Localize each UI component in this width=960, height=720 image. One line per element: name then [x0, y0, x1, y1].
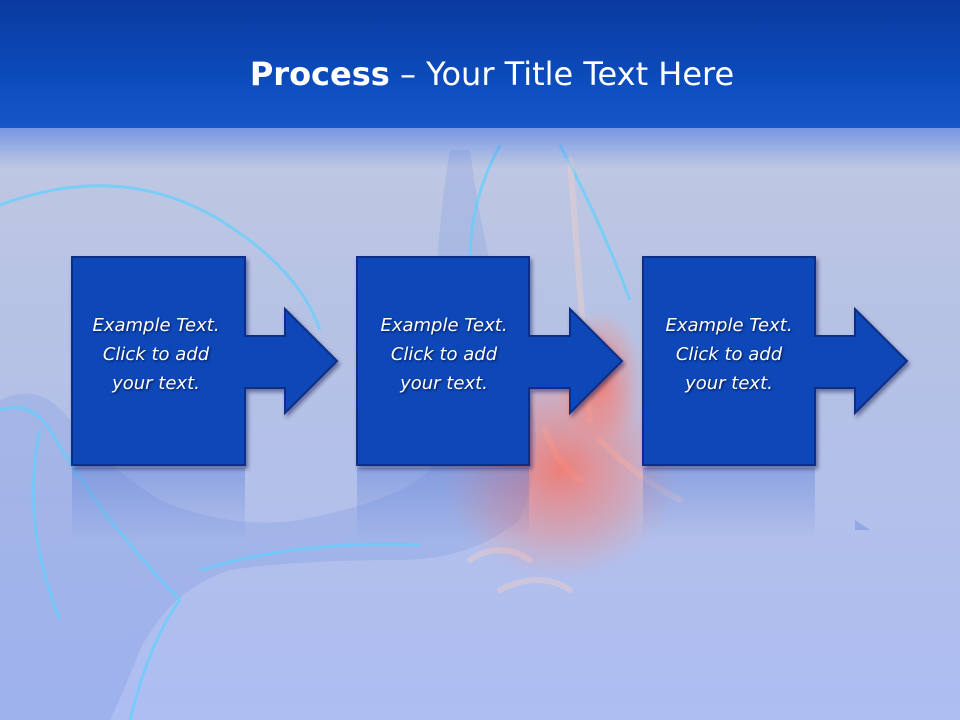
step-1-shape[interactable] — [71, 256, 339, 466]
step-3-shape[interactable] — [642, 256, 909, 466]
slide-title-bold: Process — [249, 55, 390, 93]
step-3-reflection — [643, 468, 815, 540]
step-2-text[interactable]: Example Text. Click to add your text. — [356, 311, 532, 398]
title-bar — [0, 0, 960, 128]
step-2-line-1: Example Text. — [380, 315, 508, 336]
step-1-reflection — [72, 468, 245, 540]
step-3-line-1: Example Text. — [665, 315, 793, 336]
step-2-reflection — [357, 468, 529, 540]
arrow-3-reflection — [855, 520, 870, 530]
step-3-line-3: your text. — [685, 373, 773, 394]
step-3-line-2: Click to add — [675, 344, 783, 365]
step-2-line-2: Click to add — [390, 344, 498, 365]
step-2-line-3: your text. — [400, 373, 488, 394]
step-2-shape[interactable] — [356, 256, 624, 466]
title-bar-glow — [0, 128, 960, 168]
step-1-line-3: your text. — [112, 373, 200, 394]
step-1-line-1: Example Text. — [92, 315, 220, 336]
slide-title-rest: – Your Title Text Here — [389, 55, 735, 93]
step-3-text[interactable]: Example Text. Click to add your text. — [641, 311, 817, 398]
step-1-text[interactable]: Example Text. Click to add your text. — [68, 311, 244, 398]
step-1-line-2: Click to add — [102, 344, 210, 365]
slide-title[interactable]: Process – Your Title Text Here — [0, 52, 960, 96]
